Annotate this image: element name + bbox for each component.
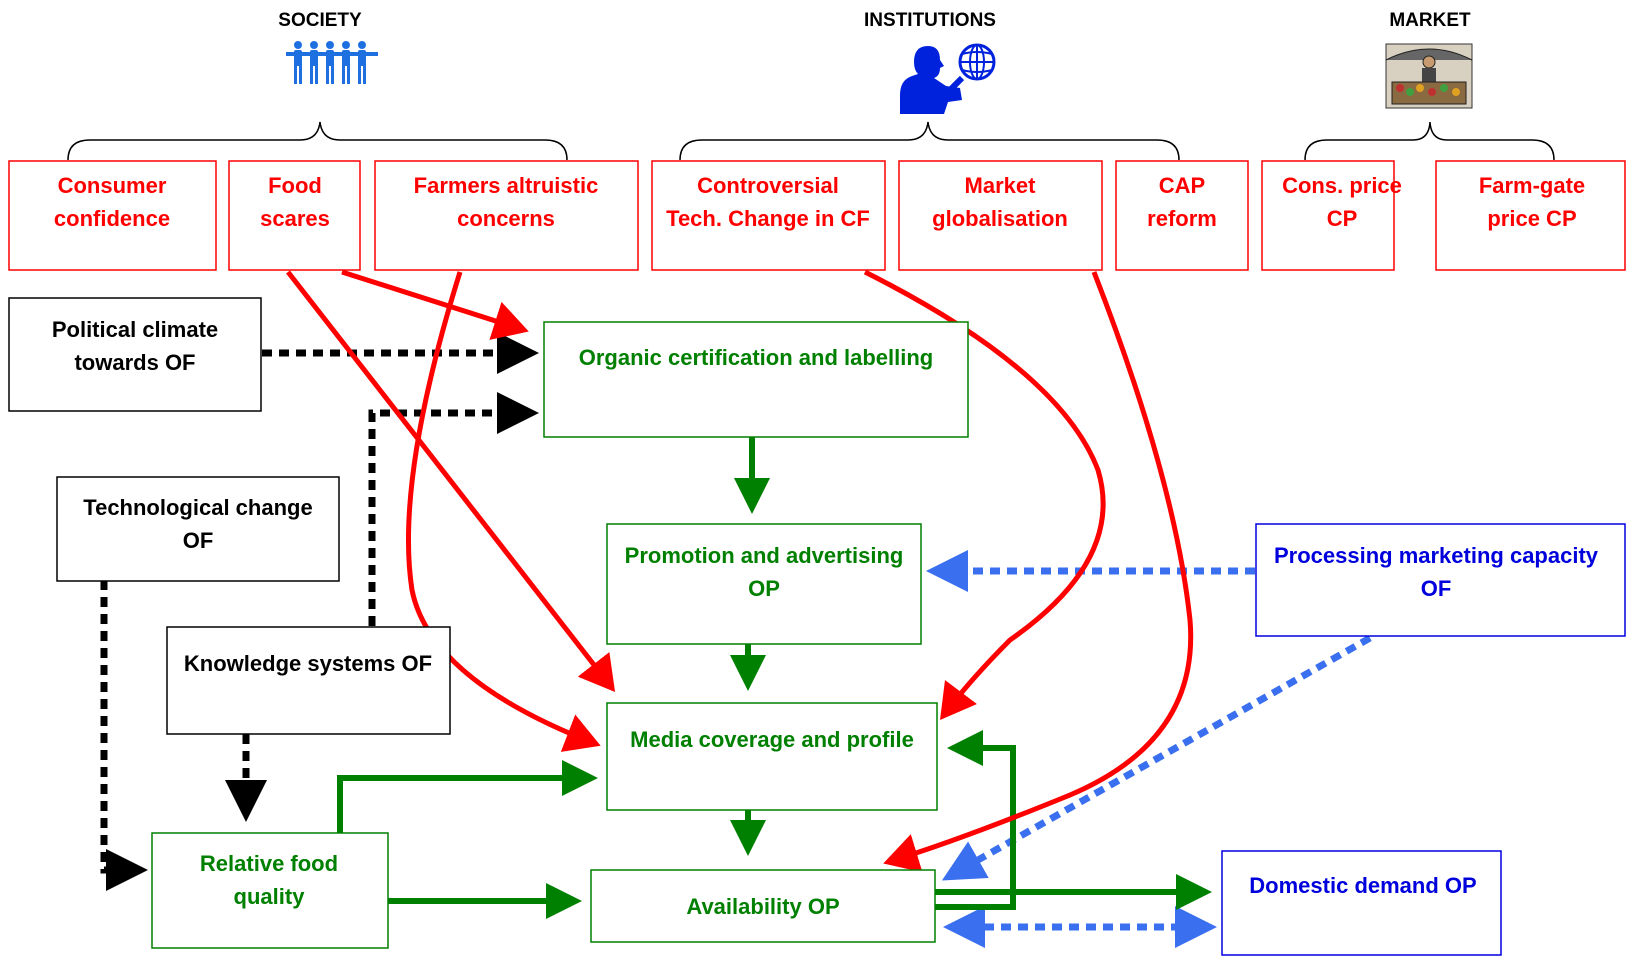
market-brace <box>1304 121 1555 161</box>
availability-line1: Availability OP <box>686 894 839 919</box>
controversial-tech-change-box: Controversial Tech. Change in CF <box>651 160 886 271</box>
media-coverage-box: Media coverage and profile <box>606 702 938 811</box>
promotion-line1: Promotion and advertising <box>625 543 904 568</box>
globalisation-to-availability-arrow <box>883 271 1194 873</box>
farm-gate-line2: price CP <box>1487 206 1576 231</box>
farmers-concerns-line1: Farmers altruistic <box>414 173 599 198</box>
food-scares-to-certification-arrow <box>341 269 529 340</box>
knowledge-to-certification-arrow <box>368 392 539 626</box>
relative-food-quality-box: Relative food quality <box>151 832 389 949</box>
consumer-confidence-line2: confidence <box>54 206 170 231</box>
food-quality-line1: Relative food <box>200 851 338 876</box>
technological-to-food-quality-arrow <box>100 580 148 891</box>
domestic-demand-line1: Domestic demand OP <box>1249 873 1476 898</box>
cons-price-line2: CP <box>1327 206 1358 231</box>
media-line1: Media coverage and profile <box>630 727 914 752</box>
tech-change-line1: Controversial <box>697 173 839 198</box>
food-quality-to-media-arrow <box>337 760 598 833</box>
cons-price-line1: Cons. price <box>1282 173 1402 198</box>
food-scares-line1: Food <box>268 173 322 198</box>
market-globalisation-box: Market globalisation <box>898 160 1103 271</box>
domestic-demand-box: Domestic demand OP <box>1221 850 1502 956</box>
farmers-concerns-to-media-arrow <box>405 271 601 752</box>
technological-change-box: Technological change OF <box>56 476 340 582</box>
tech-change-line2: Tech. Change in CF <box>666 206 870 231</box>
processing-marketing-box: Processing marketing capacity OF <box>1255 523 1626 637</box>
processing-line1: Processing marketing capacity <box>1274 543 1599 568</box>
processing-line2: OF <box>1421 576 1452 601</box>
person-holding-globe-icon <box>900 43 996 114</box>
institutions-brace <box>679 121 1180 161</box>
people-group-icon <box>286 41 378 84</box>
technological-change-line2: OF <box>183 528 214 553</box>
cons-price-box: Cons. price CP <box>1261 160 1402 271</box>
market-heading: MARKET <box>1389 10 1471 31</box>
processing-to-availability-arrow <box>941 634 1372 881</box>
society-heading: SOCIETY <box>278 10 362 31</box>
consumer-confidence-box: Consumer confidence <box>8 160 217 271</box>
institutions-heading: INSTITUTIONS <box>864 10 996 31</box>
farm-gate-line1: Farm-gate <box>1479 173 1585 198</box>
food-quality-line2: quality <box>234 884 306 909</box>
knowledge-systems-box: Knowledge systems OF <box>166 626 451 735</box>
technological-change-line1: Technological change <box>83 495 312 520</box>
food-scares-box: Food scares <box>228 160 361 271</box>
cap-reform-box: CAP reform <box>1115 160 1249 271</box>
farmers-concerns-line2: concerns <box>457 206 555 231</box>
farmers-altruistic-concerns-box: Farmers altruistic concerns <box>374 160 639 271</box>
political-climate-line2: towards OF <box>74 350 195 375</box>
cap-reform-line1: CAP <box>1159 173 1205 198</box>
political-climate-line1: Political climate <box>52 317 218 342</box>
tech-change-to-media-arrow <box>863 269 1106 720</box>
globalisation-line1: Market <box>965 173 1037 198</box>
farm-gate-price-box: Farm-gate price CP <box>1435 160 1626 271</box>
food-scares-to-media-arrow <box>286 270 616 692</box>
political-climate-box: Political climate towards OF <box>8 297 262 412</box>
promotion-advertising-box: Promotion and advertising OP <box>606 523 922 645</box>
certification-line1: Organic certification and labelling <box>579 345 934 370</box>
consumer-confidence-line1: Consumer <box>58 173 167 198</box>
organic-certification-box: Organic certification and labelling <box>543 321 969 438</box>
cap-reform-line2: reform <box>1147 206 1217 231</box>
food-scares-line2: scares <box>260 206 330 231</box>
availability-to-media-arrow <box>935 730 1016 910</box>
promotion-line2: OP <box>748 576 780 601</box>
knowledge-systems-line1: Knowledge systems OF <box>184 651 432 676</box>
society-brace <box>67 121 568 161</box>
globalisation-line2: globalisation <box>932 206 1068 231</box>
market-stall-icon <box>1385 43 1473 109</box>
availability-box: Availability OP <box>590 869 936 943</box>
